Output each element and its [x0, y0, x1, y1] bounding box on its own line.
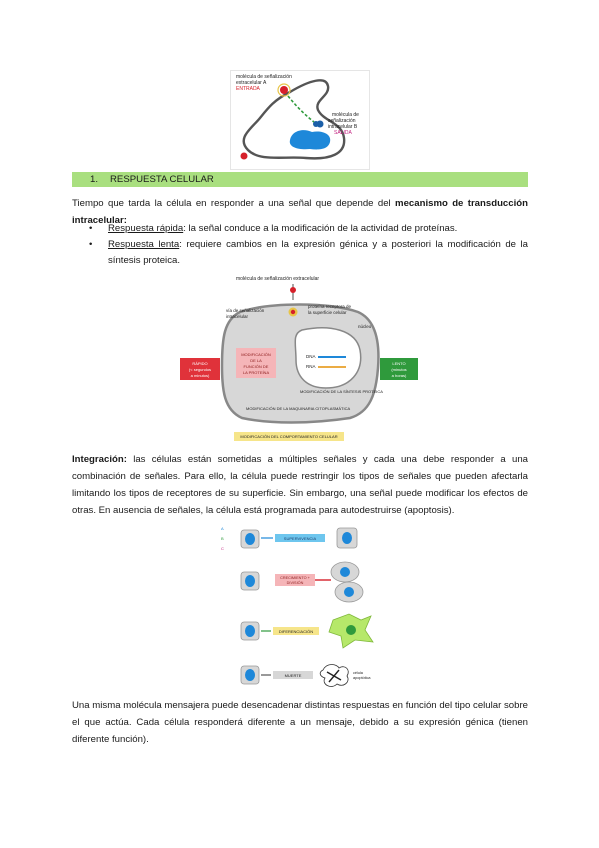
- fig1-label-intracellular-1: molécula de: [332, 112, 359, 118]
- fig2-mod-behavior: MODIFICACIÓN DEL COMPORTAMIENTO CELULAR: [240, 434, 337, 439]
- fig3-letter-c: C: [221, 546, 224, 551]
- output-dot: [240, 152, 248, 160]
- integration-bold: Integración:: [72, 454, 127, 465]
- fig2-protein-box: [236, 348, 276, 378]
- section-number: 1.: [90, 174, 99, 185]
- fig3-differentiation-box: [273, 627, 319, 635]
- fig1-label-intracellular-2: señalización: [328, 118, 356, 124]
- signal-molecule-a: [280, 86, 288, 94]
- fig2-dna: DNA: [306, 354, 316, 359]
- fig2-slow-3: a horas): [392, 373, 407, 378]
- integration-text: las células están sometidas a múltiples …: [72, 454, 528, 516]
- fig2-nucleus-label: núcleo: [358, 324, 372, 329]
- fig2-signal-molecule: [290, 287, 296, 293]
- integration-paragraph: Integración: las células están sometidas…: [72, 451, 528, 519]
- section-title: RESPUESTA CELULAR: [110, 174, 214, 185]
- list-item: Respuesta rápida: la señal conduce a la …: [72, 221, 528, 237]
- list-item: Respuesta lenta: requiere cambios en la …: [72, 237, 528, 269]
- fig3-growth-box: [275, 574, 315, 586]
- fig3-growth-1: CRECIMIENTO +: [280, 576, 311, 580]
- fig1-label-output: SALIDA: [334, 130, 352, 136]
- fig1-label-extracellular-1: molécula de señalización: [236, 74, 292, 80]
- fig2-slow-1: LENTO: [392, 361, 405, 366]
- fig3-survival: SUPERVIVENCIA: [284, 536, 317, 541]
- intro-text: Tiempo que tarda la célula en responder …: [72, 198, 396, 209]
- bullet-text: : la señal conduce a la modificación de …: [183, 223, 458, 234]
- fig3-apoptotic-2: apoptótica: [353, 676, 371, 680]
- fig2-behavior-box: [234, 432, 344, 441]
- fig3-apoptotic-1: célula: [353, 671, 364, 675]
- fig2-fast-2: (< segundos: [189, 367, 211, 372]
- fig2-mod-protein-3: FUNCIÓN DE: [244, 364, 269, 369]
- section-heading: 1. RESPUESTA CELULAR: [72, 172, 528, 187]
- fig2-mod-machinery: MODIFICACIÓN DE LA MAQUINARIA CITOPLASMÁ…: [246, 406, 350, 411]
- bullet-term: Respuesta lenta: [108, 239, 180, 250]
- closing-paragraph: Una misma molécula mensajera puede desen…: [72, 700, 528, 745]
- figure-response-speed: molécula de señalización extracelular MO…: [180, 276, 418, 441]
- fig2-pathway-2: intracelular: [226, 314, 249, 319]
- fig2-receptor-1: proteína receptora de: [308, 304, 352, 309]
- figure-signal-transduction: molécula de señalización extracelular A …: [230, 70, 370, 170]
- fig3-death-box: [273, 671, 313, 679]
- fig2-fast-1: RÁPIDO: [192, 361, 207, 366]
- bullet-text: : requiere cambios en la expresión génic…: [108, 239, 528, 266]
- fig1-label-input: ENTRADA: [236, 86, 261, 92]
- fig3-letter-b: B: [221, 536, 224, 541]
- fig1-label-intracellular-3: intracelular B: [328, 124, 358, 130]
- fig2-mod-protein-4: LA PROTEÍNA: [243, 370, 270, 375]
- fig1-label-extracellular-2: extracelular A: [236, 80, 267, 86]
- fig2-slow-box: [380, 358, 418, 380]
- fig2-title: molécula de señalización extracelular: [236, 276, 319, 282]
- fig2-fast-3: a minutos): [191, 373, 210, 378]
- fig3-differentiation: DIFERENCIACIÓN: [279, 629, 313, 634]
- fig2-mod-synthesis: MODIFICACIÓN DE LA SÍNTESIS PROTEICA: [300, 389, 383, 394]
- fig2-receptor-2: la superficie celular: [308, 310, 347, 315]
- response-list: Respuesta rápida: la señal conduce a la …: [72, 221, 528, 269]
- figure-cell-fates: SUPERVIVENCIA CRECIMIENTO + DIVISIÓN DIF…: [221, 526, 374, 687]
- fig3-letter-a: A: [221, 526, 224, 531]
- fig2-pathway-1: vía de señalización: [226, 308, 265, 313]
- bullet-term: Respuesta rápida: [108, 223, 184, 234]
- fig3-growth-2: DIVISIÓN: [287, 580, 304, 585]
- nucleus-shape: [289, 130, 331, 150]
- fig2-mod-protein-1: MODIFICACIÓN: [241, 352, 271, 357]
- fig3-death: MUERTE: [285, 673, 302, 678]
- cell-membrane: [242, 79, 346, 160]
- fig2-fast-box: [180, 358, 220, 380]
- fig2-mod-protein-2: DE LA: [250, 358, 262, 363]
- fig3-survival-box: [275, 534, 325, 542]
- fig2-slow-2: (minutos: [391, 367, 406, 372]
- fig2-rna: RNA: [306, 364, 316, 369]
